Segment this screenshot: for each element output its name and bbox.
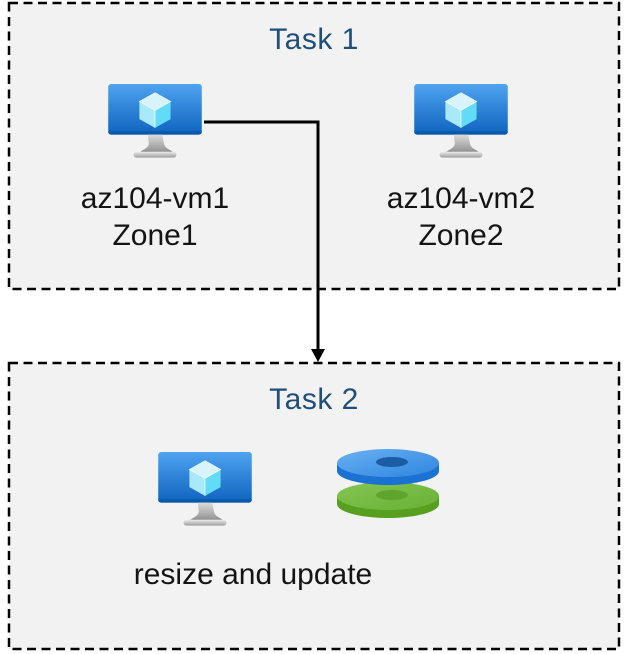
virtual-machine-icon — [413, 83, 509, 158]
task2-caption: resize and update — [133, 558, 373, 591]
task2-vm-icon — [157, 451, 253, 533]
vm1-label: az104-vm1 Zone1 — [55, 180, 255, 254]
vm2-name: az104-vm2 — [386, 182, 536, 215]
virtual-machine-icon — [107, 83, 203, 158]
vm2-label: az104-vm2 Zone2 — [361, 180, 561, 254]
arrow-connector-line — [204, 120, 320, 350]
virtual-machine-icon — [157, 451, 253, 526]
task2-title: Task 2 — [269, 383, 359, 416]
task1-box — [7, 1, 621, 291]
vm1-zone: Zone1 — [112, 219, 198, 252]
task2-box — [7, 361, 621, 651]
vm-icon-az104-vm1 — [107, 83, 203, 165]
vm-icon-az104-vm2 — [413, 83, 509, 165]
vm2-zone: Zone2 — [418, 219, 504, 252]
managed-disks-icon — [337, 449, 439, 518]
task1-title: Task 1 — [269, 23, 359, 56]
arrow-head-icon — [311, 349, 325, 362]
vm1-name: az104-vm1 — [80, 182, 230, 215]
